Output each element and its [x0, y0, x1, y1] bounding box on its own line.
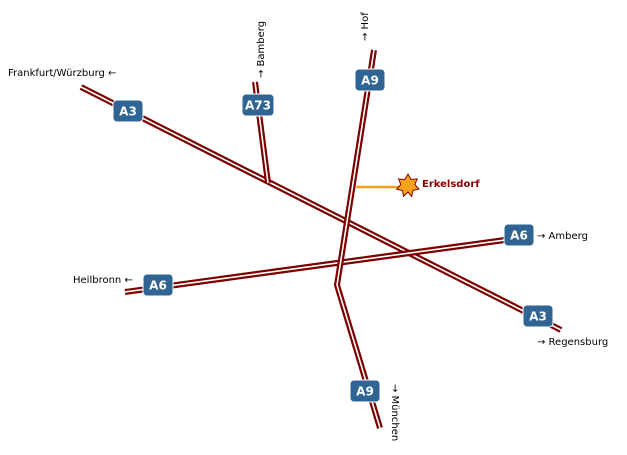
shield-a3-east[interactable]: A3 [522, 304, 554, 328]
destination-label-frankfurt-wurzburg: Frankfurt/Würzburg ← [8, 68, 116, 79]
destination-label-bamberg: → Bamberg [256, 21, 267, 78]
motorway-a3 [79, 84, 563, 333]
destination-label-munchen: → München [389, 384, 400, 441]
svg-text:A73: A73 [245, 99, 271, 113]
motorway-a6 [124, 236, 513, 295]
destination-label-amberg: → Amberg [537, 231, 588, 242]
svg-text:A3: A3 [119, 105, 137, 119]
destination-label-heilbronn: Heilbronn ← [73, 275, 133, 286]
shield-a73[interactable]: A73 [241, 93, 275, 117]
svg-text:A6: A6 [149, 279, 167, 293]
star-marker-icon[interactable] [395, 172, 420, 198]
destination-label-regensburg: → Regensburg [537, 337, 608, 348]
shield-a3-west[interactable]: A3 [112, 99, 144, 123]
svg-text:A9: A9 [361, 74, 379, 88]
svg-text:A3: A3 [529, 310, 547, 324]
shield-a9-north[interactable]: A9 [354, 68, 386, 92]
town-label-erkelsdorf[interactable]: Erkelsdorf [422, 179, 480, 190]
shield-a6-west[interactable]: A6 [142, 273, 174, 297]
motorway-a9 [333, 49, 383, 429]
svg-text:A9: A9 [356, 385, 374, 399]
destination-label-hof: → Hof [360, 12, 371, 41]
shield-a6-east[interactable]: A6 [503, 223, 535, 247]
svg-text:A6: A6 [510, 229, 528, 243]
shield-a9-south[interactable]: A9 [349, 379, 381, 403]
